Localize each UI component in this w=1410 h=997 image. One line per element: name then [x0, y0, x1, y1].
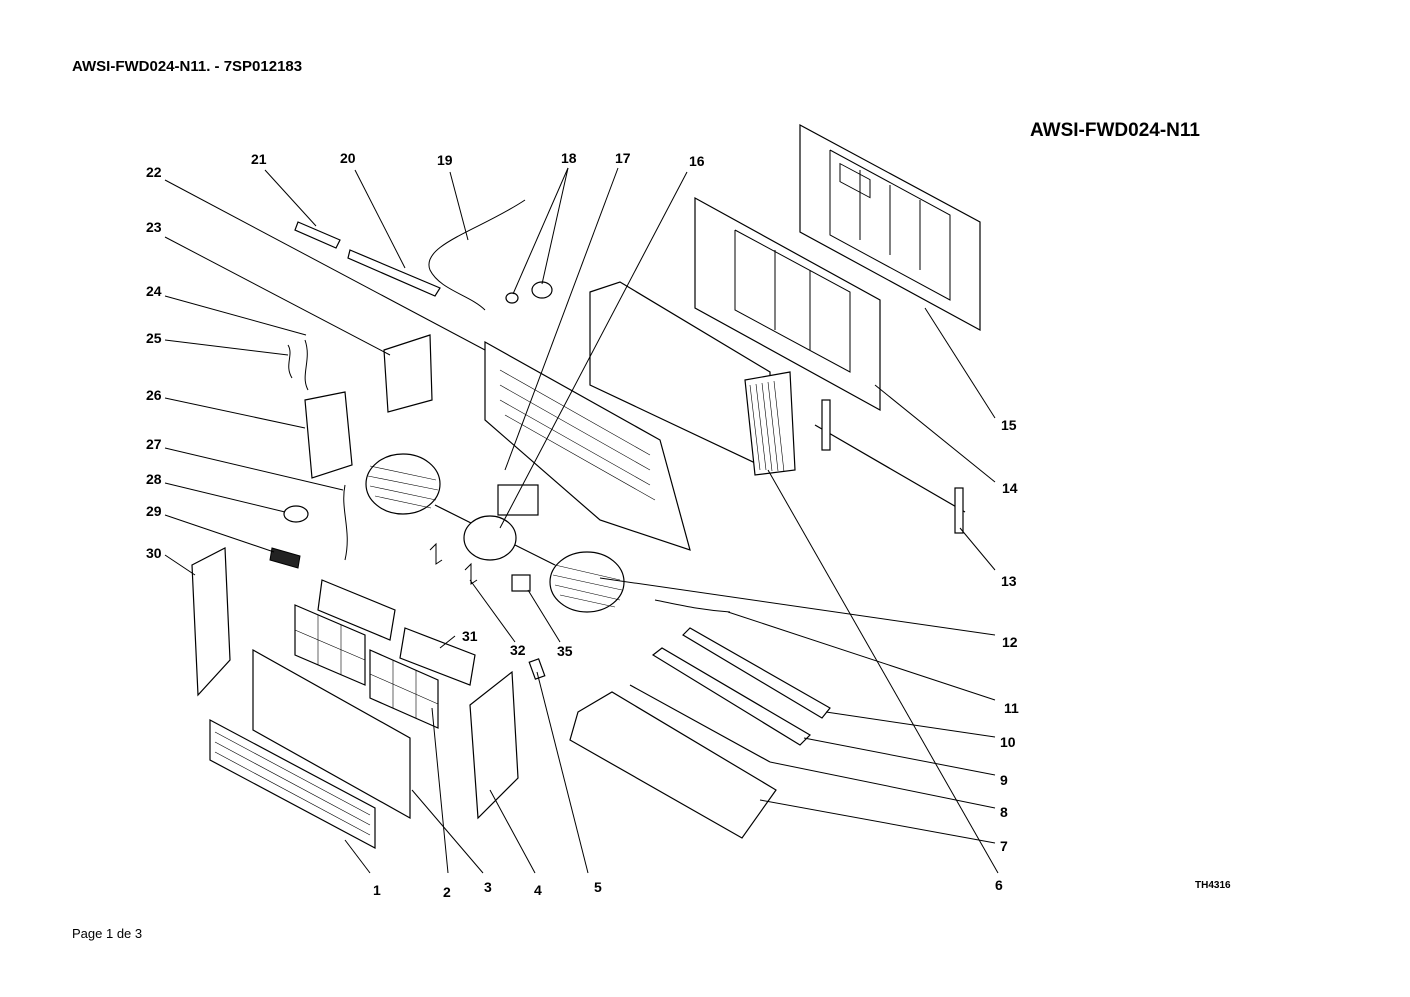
- part-bracket-rod: [814, 399, 966, 534]
- part-sensor-a: [531, 281, 553, 299]
- part-fan-motor: [434, 484, 556, 566]
- callout-23: 23: [146, 219, 162, 235]
- part-louver-rod: [629, 684, 771, 763]
- part-front-panel: [252, 648, 411, 820]
- part-heat-exchanger: [589, 281, 796, 476]
- callout-32: 32: [510, 642, 526, 658]
- callout-4: 4: [534, 882, 542, 898]
- part-air-filter-b: [369, 649, 439, 729]
- part-wire-25: [287, 344, 293, 379]
- part-sensor-b: [505, 292, 519, 304]
- part-wire-24: [304, 339, 309, 391]
- callout-28: 28: [146, 471, 162, 487]
- model-title: AWSI-FWD024-N11: [1030, 120, 1200, 141]
- callout-17: 17: [615, 150, 631, 166]
- part-blower-wheel-left: [365, 453, 441, 515]
- part-drain-plug: [528, 658, 546, 680]
- reference-code: TH4316: [1195, 880, 1231, 891]
- callout-15: 15: [1001, 417, 1017, 433]
- part-control-box: [383, 334, 433, 413]
- page-footer: Page 1 de 3: [72, 926, 143, 941]
- part-rear-casing: [694, 196, 881, 412]
- callout-9: 9: [1000, 772, 1008, 788]
- part-clip-b: [464, 562, 478, 585]
- part-coil: [283, 505, 309, 523]
- part-filter-holder-a: [317, 579, 396, 641]
- part-filter-holder-b: [399, 627, 476, 686]
- callout-22: 22: [146, 164, 162, 180]
- part-main-frame: [484, 340, 691, 551]
- part-vane-assembly: [682, 627, 831, 719]
- document-header: AWSI-FWD024-N11. - 7SP012183: [72, 58, 303, 75]
- callout-25: 25: [146, 330, 162, 346]
- part-display-board: [294, 221, 341, 249]
- callout-30: 30: [146, 545, 162, 561]
- part-side-panel-left: [191, 547, 231, 697]
- callout-31: 31: [462, 628, 478, 644]
- part-blower-wheel-right: [549, 551, 625, 613]
- callout-26: 26: [146, 387, 162, 403]
- part-electrical-box: [304, 391, 353, 479]
- callout-11: 11: [1004, 700, 1019, 716]
- callout-7: 7: [1000, 838, 1008, 854]
- callout-3: 3: [484, 879, 492, 895]
- part-wire-27: [343, 484, 348, 561]
- callout-8: 8: [1000, 804, 1008, 820]
- part-capacitor: [511, 574, 531, 592]
- callout-14: 14: [1002, 480, 1018, 496]
- part-cable-11: [654, 599, 731, 613]
- callout-19: 19: [437, 152, 453, 168]
- callout-35: 35: [557, 643, 573, 659]
- callout-16: 16: [689, 153, 705, 169]
- leader-lines: [164, 167, 999, 874]
- callout-24: 24: [146, 283, 162, 299]
- part-side-panel-right: [469, 670, 519, 820]
- part-clip-a: [429, 542, 443, 565]
- part-back-plate: [799, 123, 981, 332]
- callout-29: 29: [146, 503, 162, 519]
- callout-20: 20: [340, 150, 356, 166]
- part-front-grille: [209, 719, 376, 849]
- callout-27: 27: [146, 436, 162, 452]
- callout-labels: 1 2 3 4 5 6 7 8 9 10 11 12 13 14 15 16 1…: [146, 150, 1019, 900]
- callout-13: 13: [1001, 573, 1017, 589]
- part-power-cord: [428, 199, 526, 311]
- callout-12: 12: [1002, 634, 1018, 650]
- part-air-filter-a: [294, 604, 366, 686]
- callout-1: 1: [373, 882, 381, 898]
- part-display-cover: [347, 249, 441, 297]
- callout-5: 5: [594, 879, 602, 895]
- callout-10: 10: [1000, 734, 1016, 750]
- part-remote-control: [269, 547, 301, 569]
- callout-2: 2: [443, 884, 451, 900]
- part-louver: [651, 647, 811, 746]
- callout-18: 18: [561, 150, 577, 166]
- callout-6: 6: [995, 877, 1003, 893]
- part-bottom-cover: [569, 691, 777, 839]
- callout-21: 21: [251, 151, 267, 167]
